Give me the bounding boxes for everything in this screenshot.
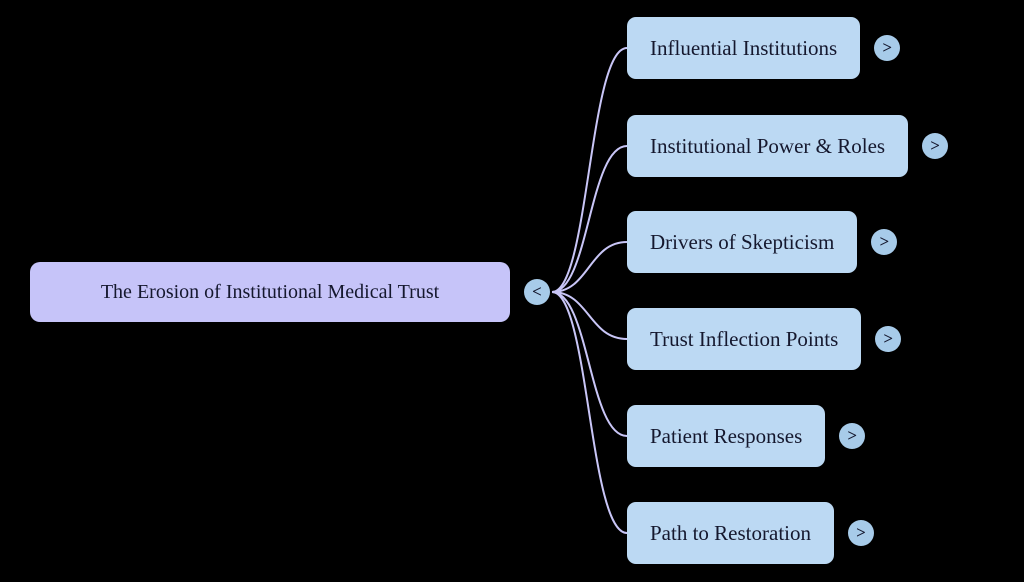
- expand-toggle[interactable]: >: [871, 229, 898, 255]
- root-node[interactable]: The Erosion of Institutional Medical Tru…: [30, 262, 510, 322]
- connector-path: [551, 241, 628, 293]
- child-node[interactable]: Influential Institutions: [627, 17, 861, 79]
- expand-toggle[interactable]: >: [875, 326, 902, 352]
- child-node-label: Path to Restoration: [650, 520, 811, 545]
- expand-toggle[interactable]: >: [922, 133, 949, 159]
- child-node-label: Drivers of Skepticism: [650, 229, 835, 254]
- child-node[interactable]: Trust Inflection Points: [627, 308, 862, 370]
- child-node[interactable]: Patient Responses: [627, 405, 826, 467]
- expand-toggle[interactable]: >: [848, 520, 874, 546]
- connector-path: [551, 145, 628, 293]
- connector-path: [551, 291, 628, 340]
- expand-toggle[interactable]: >: [839, 423, 866, 449]
- child-node[interactable]: Path to Restoration: [627, 502, 834, 564]
- branch-path-to-restoration: Path to Restoration >: [627, 502, 874, 564]
- expand-chevron-icon: >: [879, 232, 890, 251]
- expand-chevron-icon: >: [930, 136, 940, 155]
- branch-drivers-of-skepticism: Drivers of Skepticism >: [627, 211, 898, 273]
- branch-patient-responses: Patient Responses >: [627, 405, 866, 467]
- expand-chevron-icon: >: [882, 38, 893, 57]
- branch-influential-institutions: Influential Institutions >: [627, 17, 901, 79]
- expand-toggle[interactable]: >: [874, 35, 901, 61]
- child-node[interactable]: Drivers of Skepticism: [627, 211, 858, 273]
- expand-chevron-icon: >: [856, 523, 866, 542]
- child-node-label: Patient Responses: [650, 423, 803, 448]
- connector-path: [551, 47, 628, 293]
- collapse-chevron-icon: <: [532, 282, 542, 301]
- connector-path: [551, 291, 628, 437]
- root-collapse-toggle[interactable]: <: [524, 279, 550, 305]
- root-branch: The Erosion of Institutional Medical Tru…: [30, 262, 550, 322]
- connector-path: [551, 291, 628, 534]
- child-node-label: Trust Inflection Points: [650, 326, 839, 351]
- child-node-label: Institutional Power & Roles: [650, 133, 886, 158]
- child-node[interactable]: Institutional Power & Roles: [627, 115, 909, 177]
- branch-institutional-power-roles: Institutional Power & Roles >: [627, 115, 949, 177]
- expand-chevron-icon: >: [847, 426, 858, 445]
- branch-trust-inflection-points: Trust Inflection Points >: [627, 308, 902, 370]
- root-node-label: The Erosion of Institutional Medical Tru…: [100, 280, 440, 303]
- child-node-label: Influential Institutions: [650, 35, 838, 60]
- expand-chevron-icon: >: [883, 329, 894, 348]
